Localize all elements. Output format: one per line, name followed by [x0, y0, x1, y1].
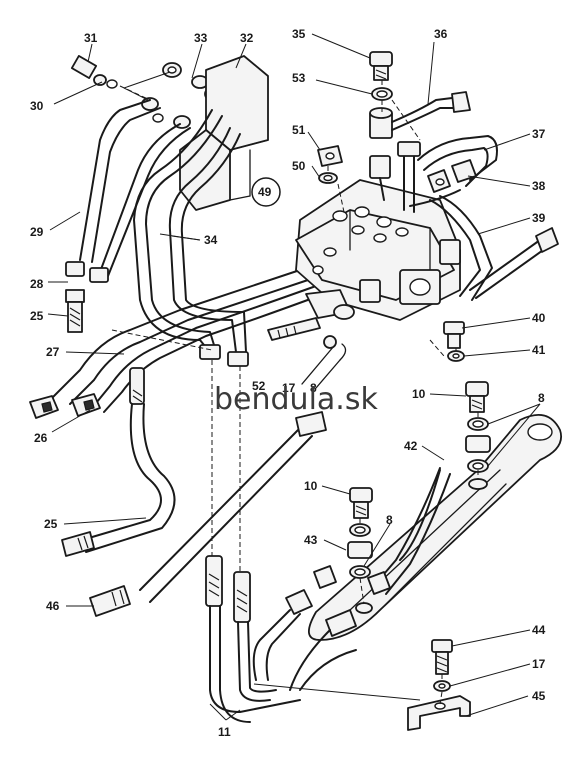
- callout-49: 49: [258, 185, 272, 199]
- callout-27: 27: [46, 345, 60, 359]
- assembly-dashed-lines: [111, 80, 479, 705]
- callout-29: 29: [30, 225, 44, 239]
- callout-36: 36: [434, 27, 448, 41]
- washer-41: [447, 350, 465, 362]
- callout-28: 28: [30, 277, 44, 291]
- pin-17: [301, 335, 337, 385]
- callout-10-upper: 10: [412, 387, 426, 401]
- callout-labels: 31 33 32 35 36 30 53 51 37 50 38 49 39 2…: [30, 27, 546, 739]
- pipe-29: [79, 99, 191, 277]
- callout-43: 43: [304, 533, 318, 547]
- callout-42: 42: [404, 439, 418, 453]
- callout-11: 11: [218, 725, 231, 739]
- fittings-26: [29, 393, 101, 419]
- watermark-text: bendula.sk: [214, 382, 378, 417]
- washers-8-lower: [347, 523, 373, 614]
- washer-17-lower: [433, 680, 451, 692]
- callout-46: 46: [46, 599, 60, 613]
- shaft-52: [267, 317, 321, 341]
- bolt-44: [431, 639, 453, 675]
- callout-50: 50: [292, 159, 306, 173]
- banjo-bolt-10-lower: [349, 487, 373, 519]
- callout-41: 41: [532, 343, 546, 357]
- callout-31: 31: [84, 31, 98, 45]
- callout-26: 26: [34, 431, 48, 445]
- pipe-37: [409, 135, 498, 207]
- callout-38: 38: [532, 179, 546, 193]
- control-valve-block-49: [295, 179, 461, 321]
- callout-10-lower: 10: [304, 479, 318, 493]
- callout-40: 40: [532, 311, 546, 325]
- leader-lines: [47, 33, 541, 721]
- clip-8-upper: [315, 343, 347, 389]
- callout-44: 44: [532, 623, 546, 637]
- banjo-bolt-10-upper: [465, 381, 489, 413]
- hydraulic-cylinder-42: [299, 413, 562, 691]
- pipe-39: [429, 195, 559, 301]
- callout-8-upper: 8: [310, 381, 317, 395]
- callout-51: 51: [292, 123, 306, 137]
- hoses-11: [205, 555, 357, 723]
- fitting-51: [317, 145, 343, 167]
- callout-25-upper: 25: [30, 309, 44, 323]
- callout-8-right: 8: [538, 391, 545, 405]
- callout-33: 33: [194, 31, 208, 45]
- callout-49-circle: [251, 177, 281, 207]
- callout-32: 32: [240, 31, 254, 45]
- callout-35: 35: [292, 27, 306, 41]
- bracket-45: [407, 695, 471, 731]
- callout-45: 45: [532, 689, 546, 703]
- callout-30: 30: [30, 99, 44, 113]
- fitting-31: [70, 55, 118, 89]
- callout-17-upper: 17: [282, 381, 296, 395]
- pipe-36: [369, 91, 471, 213]
- fitting-25-upper: [65, 289, 85, 333]
- washer-50: [318, 172, 338, 184]
- callout-34: 34: [204, 233, 218, 247]
- callout-8-lower: 8: [386, 513, 393, 527]
- callout-52: 52: [252, 379, 266, 393]
- callout-25-lower: 25: [44, 517, 58, 531]
- callout-39: 39: [532, 211, 546, 225]
- fitting-43: [313, 565, 391, 595]
- callout-53: 53: [292, 71, 306, 85]
- banjo-bolt-35: [369, 51, 393, 81]
- fitting-28: [65, 261, 109, 283]
- bolt-40: [443, 321, 465, 349]
- callout-17-lower: 17: [532, 657, 546, 671]
- callout-37: 37: [532, 127, 546, 141]
- hose-25-lower: [61, 367, 176, 557]
- washer-53: [371, 87, 393, 101]
- hose-46: [89, 411, 327, 617]
